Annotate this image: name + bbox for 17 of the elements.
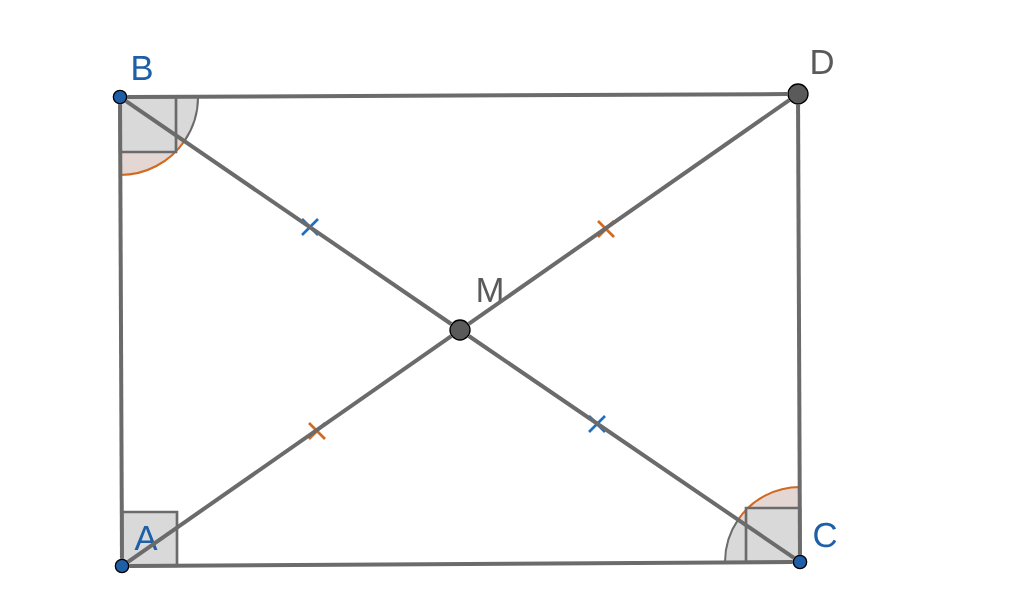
- point-label: D: [812, 50, 833, 74]
- line-segment: [118, 104, 124, 559]
- point: [449, 319, 471, 341]
- point: [787, 83, 809, 105]
- line-segment: [467, 98, 791, 326]
- point-label: B: [133, 56, 152, 80]
- point: [792, 554, 808, 570]
- line-segment: [124, 99, 453, 326]
- point-label: M: [478, 278, 502, 302]
- line-segment: [129, 560, 793, 568]
- point: [112, 89, 128, 105]
- line-segment: [796, 104, 802, 555]
- line-segment: [127, 92, 788, 99]
- line-segment: [126, 334, 453, 564]
- point: [114, 558, 130, 574]
- point-label: C: [814, 522, 837, 548]
- line-segment: [467, 334, 796, 560]
